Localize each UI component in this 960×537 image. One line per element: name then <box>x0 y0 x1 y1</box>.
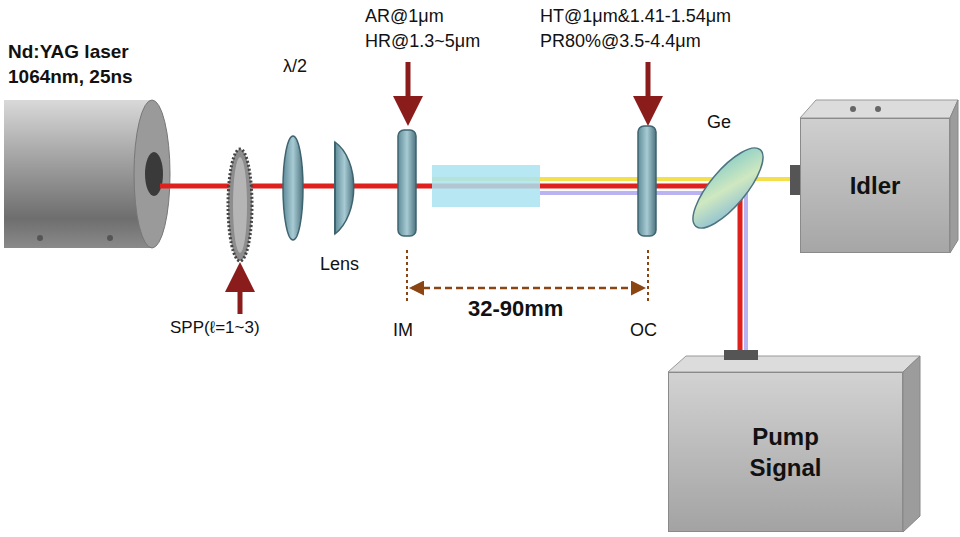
detector-label: Idler <box>850 170 901 201</box>
pointer-arrow <box>646 62 651 120</box>
detector-box: Pump Signal <box>668 372 903 532</box>
laser-source: Nd:YAG laser 1064nm, 25ns <box>8 40 178 106</box>
output-coupler <box>638 126 656 236</box>
dimension-line <box>412 287 643 290</box>
dimension-line <box>406 250 408 302</box>
lens <box>335 142 354 234</box>
detector-label: Pump Signal <box>731 421 841 483</box>
component-label: Ge <box>707 112 731 133</box>
pump-beam-reflected <box>738 186 743 358</box>
component-label: OC <box>630 320 657 341</box>
half-wave-plate <box>283 136 303 240</box>
component-label: Lens <box>320 254 359 275</box>
component-label: HR@1.3~5μm <box>365 31 480 52</box>
component-label: 32-90mm <box>468 296 563 322</box>
component-label: IM <box>393 320 413 341</box>
dimension-line <box>647 250 649 302</box>
pointer-arrow <box>238 268 243 314</box>
signal-beam-reflected <box>744 193 748 358</box>
laser-label: Nd:YAG laser 1064nm, 25ns <box>8 40 148 89</box>
component-label: λ/2 <box>283 56 307 77</box>
pointer-arrow <box>406 62 411 120</box>
component-label: HT@1μm&1.41-1.54μm <box>540 6 731 27</box>
component-label: SPP(ℓ=1~3) <box>170 318 260 338</box>
input-mirror <box>398 130 416 236</box>
nonlinear-crystal <box>432 165 540 207</box>
spiral-phase-plate <box>228 149 252 261</box>
component-label: AR@1μm <box>365 6 444 27</box>
component-label: PR80%@3.5-4.4μm <box>540 31 701 52</box>
detector-housing <box>790 100 958 253</box>
laser-body <box>4 100 170 248</box>
detector-housing <box>668 350 920 532</box>
detector-box: Idler <box>800 118 950 253</box>
germanium-plate <box>682 138 774 238</box>
